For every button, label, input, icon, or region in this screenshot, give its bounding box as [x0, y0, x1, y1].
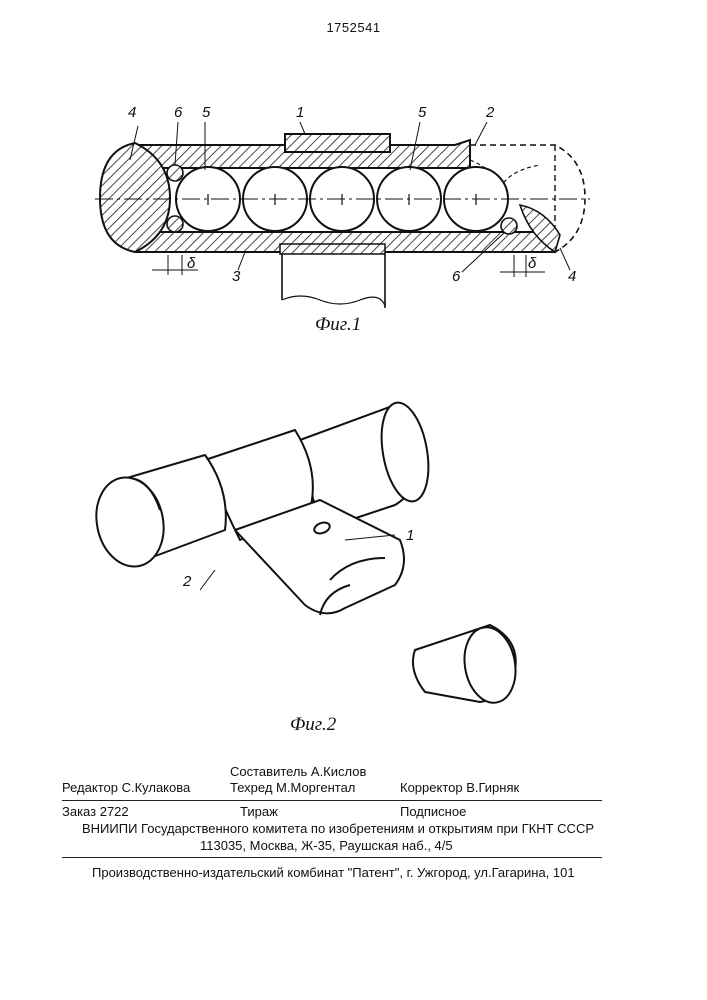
fig1-label-4-right: 4 — [568, 268, 576, 285]
imprint-publisher: Производственно-издательский комбинат "П… — [92, 865, 575, 880]
fig1-label-1: 1 — [296, 104, 304, 121]
imprint-address: 113035, Москва, Ж-35, Раушская наб., 4/5 — [200, 838, 453, 853]
imprint-order: Заказ 2722 — [62, 804, 129, 819]
imprint-corrector: Корректор В.Гирняк — [400, 780, 519, 795]
imprint-subscription: Подписное — [400, 804, 466, 819]
imprint-editor: Редактор С.Кулакова — [62, 780, 190, 795]
fig1-label-2: 2 — [486, 104, 494, 121]
fig1-label-delta-left: δ — [187, 255, 195, 272]
fig1-label-5-right: 5 — [418, 104, 426, 121]
figure-1-caption: Фиг.1 — [315, 314, 361, 336]
fig2-label-2: 2 — [183, 573, 191, 590]
imprint-organization: ВНИИПИ Государственного комитета по изоб… — [82, 821, 594, 836]
figure-2-drawing — [0, 380, 707, 710]
figure-2-caption: Фиг.2 — [290, 714, 336, 736]
fig2-label-1: 1 — [406, 527, 414, 544]
fig1-label-5-left: 5 — [202, 104, 210, 121]
fig1-label-delta-right: δ — [528, 255, 536, 272]
imprint-compiler: Составитель А.Кислов — [230, 764, 366, 779]
imprint-circulation: Тираж — [240, 804, 278, 819]
figure-1-drawing — [0, 0, 707, 340]
imprint-techred: Техред М.Моргентал — [230, 780, 355, 795]
fig1-label-6-bottom: 6 — [452, 268, 460, 285]
imprint-rule-top — [62, 800, 602, 801]
fig1-label-4-left: 4 — [128, 104, 136, 121]
fig1-label-3: 3 — [232, 268, 240, 285]
fig1-label-6-top: 6 — [174, 104, 182, 121]
imprint-rule-bottom — [62, 857, 602, 858]
slider-part-1 — [285, 134, 390, 152]
